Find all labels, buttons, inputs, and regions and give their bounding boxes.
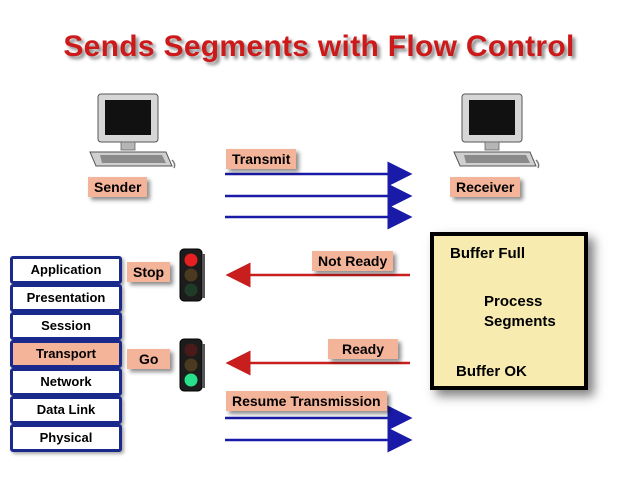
transmit-label: Transmit	[226, 149, 297, 169]
receiver-buffer-box: Buffer Full Process Segments Buffer OK	[430, 232, 588, 390]
traffic-light-green-icon	[179, 338, 205, 392]
process-text-line1: Process	[484, 293, 543, 310]
resume-arrows	[225, 405, 413, 453]
osi-layer-network: Network	[10, 368, 122, 396]
buffer-full-text: Buffer Full	[450, 245, 525, 262]
osi-layer-physical: Physical	[10, 424, 122, 452]
osi-layer-data-link: Data Link	[10, 396, 122, 424]
sender-label: Sender	[88, 177, 148, 197]
go-label: Go	[127, 349, 171, 369]
process-text-line2: Segments	[484, 313, 556, 330]
traffic-light-red-icon	[179, 248, 205, 302]
buffer-ok-text: Buffer OK	[456, 363, 527, 380]
sender-computer-icon	[89, 93, 176, 169]
receiver-label: Receiver	[450, 177, 521, 197]
transmit-arrows	[225, 161, 413, 230]
osi-layer-transport: Transport	[10, 340, 122, 368]
ready-label: Ready	[328, 339, 399, 359]
osi-layer-application: Application	[10, 256, 122, 284]
receiver-computer-icon	[453, 93, 540, 169]
not-ready-label: Not Ready	[312, 251, 394, 271]
resume-transmission-label: Resume Transmission	[226, 391, 387, 411]
osi-layer-session: Session	[10, 312, 122, 340]
osi-layer-presentation: Presentation	[10, 284, 122, 312]
stop-label: Stop	[127, 262, 171, 282]
page-title: Sends Segments with Flow Control	[63, 30, 575, 63]
